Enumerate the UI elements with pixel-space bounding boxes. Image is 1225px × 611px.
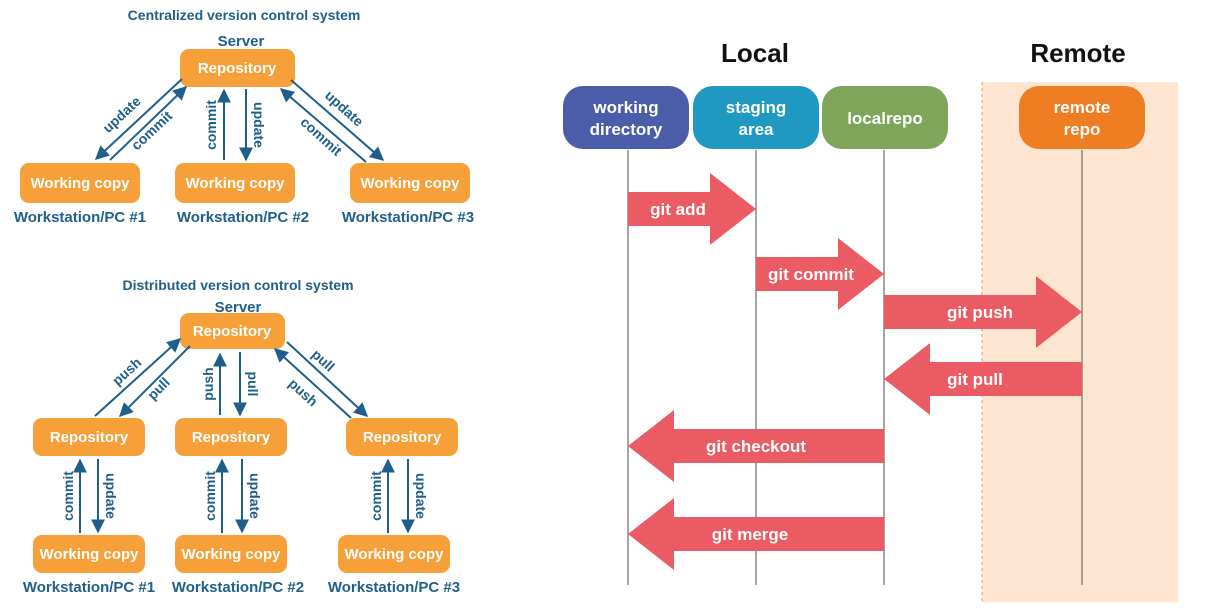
centralized-working-copy-3: Working copy — [350, 163, 470, 203]
heading-local: Local — [721, 38, 789, 68]
centralized-server-label: Server — [218, 33, 265, 50]
distributed-title: Distributed version control system — [122, 277, 353, 293]
centralized-commit-label-1: commit — [128, 107, 176, 153]
centralized-workstation-3: Workstation/PC #3 — [342, 209, 474, 226]
distributed-repository-1: Repository — [33, 418, 145, 456]
localrepo-node: localrepo — [822, 86, 948, 149]
distributed-working-copy-1: Working copy — [33, 535, 145, 573]
distributed-server-repository: Repository — [180, 313, 285, 349]
centralized-update-arrow-3 — [290, 79, 385, 161]
git-add-label: git add — [650, 200, 706, 219]
git-pull-label: git pull — [947, 370, 1003, 389]
remote-repo-label-line2: repo — [1064, 120, 1101, 139]
working-directory-node: working directory — [563, 86, 689, 149]
centralized-working-copy-3-label: Working copy — [361, 175, 461, 192]
git-workflow-diagram: Local Remote working directory staging a… — [563, 38, 1178, 602]
git-add-arrow: git add — [628, 173, 756, 245]
centralized-update-arrow-1 — [94, 78, 183, 160]
staging-area-label-line2: area — [739, 120, 775, 139]
remote-repo-node: remote repo — [1019, 86, 1145, 149]
working-directory-label-line1: working — [592, 98, 658, 117]
centralized-commit-arrow-3 — [279, 88, 367, 163]
centralized-working-copy-1: Working copy — [20, 163, 140, 203]
centralized-update-label-1: update — [99, 93, 144, 136]
distributed-working-copy-1-label: Working copy — [40, 546, 140, 563]
working-directory-label-line2: directory — [590, 120, 663, 139]
centralized-working-copy-2-label: Working copy — [186, 175, 286, 192]
git-merge-label: git merge — [712, 525, 789, 544]
distributed-pull-arrow-3 — [286, 341, 369, 417]
git-push-label: git push — [947, 303, 1013, 322]
centralized-workstation-1: Workstation/PC #1 — [14, 209, 146, 226]
distributed-working-copy-2: Working copy — [175, 535, 287, 573]
distributed-push-label-3: push — [286, 375, 322, 409]
distributed-working-copy-3-label: Working copy — [345, 546, 445, 563]
git-push-arrow: git push — [884, 276, 1082, 348]
distributed-commit-label-1: commit — [60, 471, 76, 521]
remote-region-background — [982, 82, 1178, 602]
distributed-diagram: Distributed version control system Serve… — [23, 277, 460, 596]
git-pull-arrow: git pull — [884, 343, 1082, 415]
distributed-pull-arrow-1 — [119, 345, 191, 417]
distributed-workstation-1: Workstation/PC #1 — [23, 579, 155, 596]
centralized-commit-label-2: commit — [203, 100, 219, 150]
distributed-repository-3: Repository — [346, 418, 458, 456]
centralized-update-label-2: update — [251, 102, 267, 148]
distributed-push-label-2: push — [200, 367, 216, 400]
centralized-server-repository-label: Repository — [198, 60, 277, 77]
git-checkout-arrow: git checkout — [628, 410, 884, 482]
distributed-working-copy-3: Working copy — [338, 535, 450, 573]
distributed-repository-3-label: Repository — [363, 429, 442, 446]
distributed-pull-label-1: pull — [144, 374, 173, 403]
distributed-push-arrow-1 — [94, 338, 182, 417]
distributed-update-label-3: update — [413, 473, 429, 519]
centralized-working-copy-2: Working copy — [175, 163, 295, 203]
centralized-working-copy-1-label: Working copy — [31, 175, 131, 192]
distributed-repository-2: Repository — [175, 418, 287, 456]
git-merge-arrow: git merge — [628, 498, 884, 570]
staging-area-node: staging area — [693, 86, 819, 149]
distributed-working-copy-2-label: Working copy — [182, 546, 282, 563]
centralized-update-label-3: update — [322, 87, 367, 130]
distributed-commit-label-2: commit — [202, 471, 218, 521]
distributed-push-label-1: push — [109, 354, 145, 388]
git-commit-label: git commit — [768, 265, 854, 284]
centralized-commit-arrow-1 — [109, 86, 188, 161]
distributed-pull-label-3: pull — [309, 346, 338, 375]
localrepo-label: localrepo — [847, 109, 923, 128]
distributed-repository-1-label: Repository — [50, 429, 129, 446]
centralized-server-repository: Repository — [180, 49, 295, 87]
distributed-server-repository-label: Repository — [193, 323, 272, 340]
remote-repo-label-line1: remote — [1054, 98, 1111, 117]
distributed-update-label-2: update — [247, 473, 263, 519]
distributed-pull-label-2: pull — [245, 372, 261, 397]
heading-remote: Remote — [1030, 38, 1125, 68]
distributed-push-arrow-3 — [273, 348, 352, 419]
git-checkout-label: git checkout — [706, 437, 806, 456]
distributed-workstation-2: Workstation/PC #2 — [172, 579, 304, 596]
distributed-update-label-1: update — [103, 473, 119, 519]
distributed-workstation-3: Workstation/PC #3 — [328, 579, 460, 596]
centralized-workstation-2: Workstation/PC #2 — [177, 209, 309, 226]
distributed-commit-label-3: commit — [368, 471, 384, 521]
git-commit-arrow: git commit — [756, 238, 884, 310]
centralized-title: Centralized version control system — [128, 7, 361, 23]
distributed-repository-2-label: Repository — [192, 429, 271, 446]
distributed-server-label: Server — [215, 299, 262, 316]
centralized-diagram: Centralized version control system Serve… — [14, 7, 474, 226]
staging-area-label-line1: staging — [726, 98, 786, 117]
